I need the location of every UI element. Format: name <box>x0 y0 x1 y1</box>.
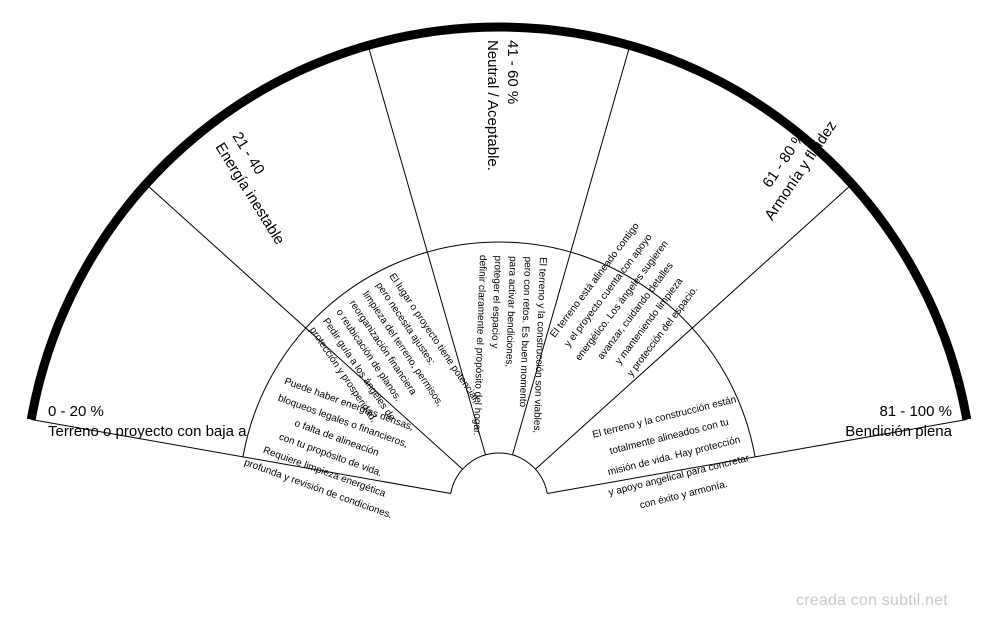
sector-label: 0 - 20 % Terreno o proyecto con baja a <box>48 403 247 440</box>
base-line-right <box>547 419 967 494</box>
chart-geometry <box>26 22 972 494</box>
sector-description: El terreno y la construcción son viables… <box>471 255 548 436</box>
sector-title: Terreno o proyecto con baja a <box>48 423 247 440</box>
sector-description: El terreno y la construcción estántotalm… <box>591 394 751 511</box>
sector-label: 41 - 60 %Neutral / Aceptable. <box>484 40 521 171</box>
sector-title: Bendición plena <box>845 423 952 440</box>
base-line-left <box>31 419 451 494</box>
description-line: pero con retos. Es buen momento <box>517 256 533 407</box>
sector-divider <box>145 183 463 470</box>
sector-range: 41 - 60 % <box>504 40 521 104</box>
sector-title: Neutral / Aceptable. <box>484 40 501 171</box>
inner-descriptions: Puede haber energías densas,bloqueos leg… <box>243 221 751 522</box>
sector-range: 81 - 100 % <box>879 403 952 420</box>
inner-arc <box>450 452 548 494</box>
sector-divider <box>535 183 853 470</box>
description-line: para activar bendiciones, <box>503 256 518 368</box>
middle-arc <box>242 241 756 457</box>
outer-labels: 0 - 20 % Terreno o proyecto con baja a 21 … <box>48 40 953 440</box>
sector-divider <box>512 45 631 456</box>
description-line: El terreno y la construcción son viables… <box>531 257 548 433</box>
watermark: creada con subtil.net <box>796 592 948 609</box>
sector-divider <box>367 45 486 456</box>
sector-range: 0 - 20 % <box>48 403 104 420</box>
description-line: definir claramente el propósito del hoga… <box>471 255 488 436</box>
outer-arc <box>26 22 972 421</box>
sector-label: 81 - 100 % Bendición plena <box>845 403 952 440</box>
description-line: proteger el espacio y <box>489 255 503 348</box>
